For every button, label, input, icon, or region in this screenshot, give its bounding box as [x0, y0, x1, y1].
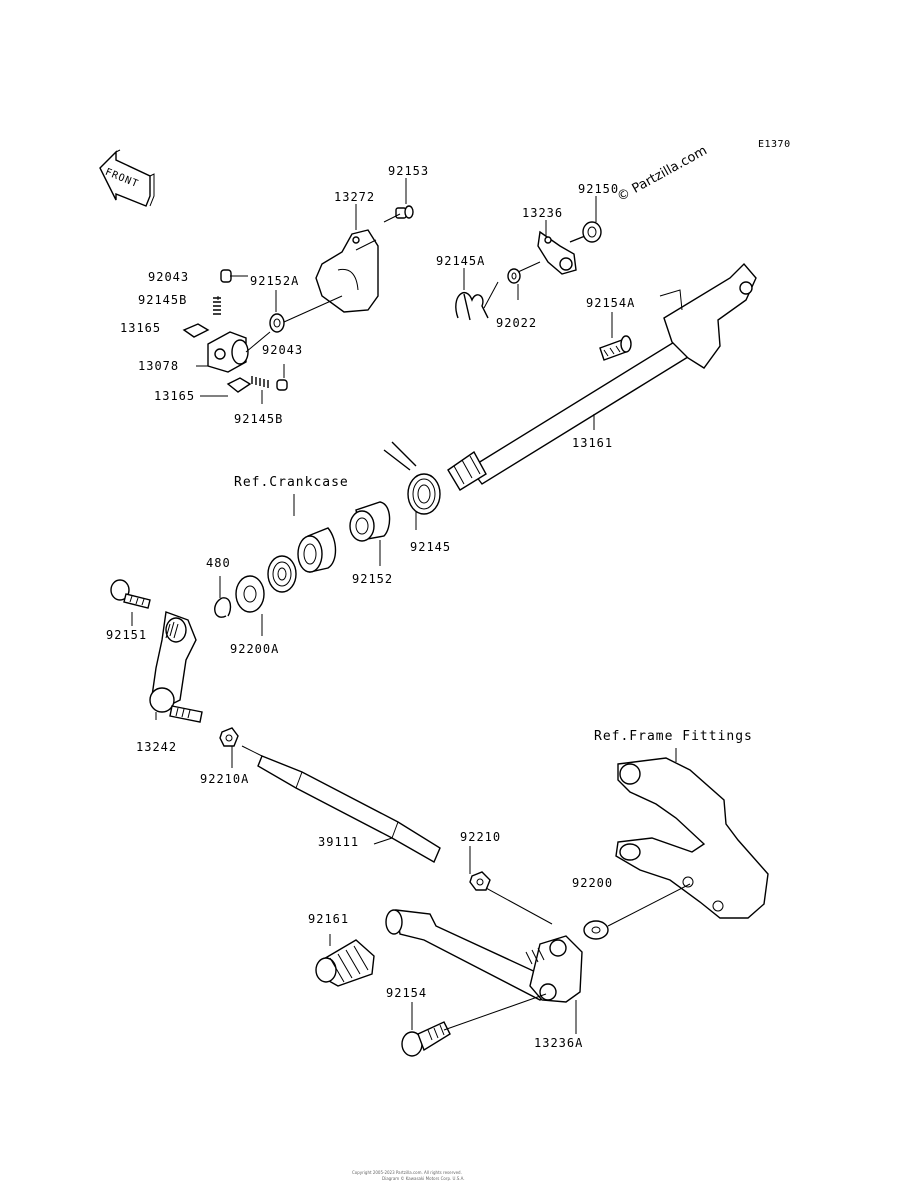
nut-92210[interactable] — [469, 871, 491, 891]
block-13165-top[interactable] — [182, 323, 210, 338]
part-label-92200[interactable]: 92200 — [572, 876, 614, 890]
washer-92022[interactable] — [507, 268, 521, 284]
circlip-480[interactable] — [214, 597, 232, 618]
spring-92145[interactable] — [383, 441, 441, 515]
part-label-92043-top[interactable]: 92043 — [148, 270, 190, 284]
shaft-13161[interactable] — [447, 262, 757, 491]
part-label-13236a[interactable]: 13236A — [534, 1036, 584, 1050]
ref-crankcase-label: Ref.Crankcase — [234, 475, 349, 490]
part-label-13165-top[interactable]: 13165 — [120, 321, 162, 335]
part-label-92161[interactable]: 92161 — [308, 912, 350, 926]
part-label-92154a[interactable]: 92154A — [586, 296, 636, 310]
washer-92200a[interactable] — [235, 575, 265, 613]
leader-lines — [131, 178, 691, 1034]
pedal-rubber-92161[interactable] — [315, 939, 375, 987]
part-label-13165-lower[interactable]: 13165 — [154, 389, 196, 403]
pin-92043-lower[interactable] — [276, 379, 288, 391]
part-label-92022[interactable]: 92022 — [496, 316, 538, 330]
part-label-92154[interactable]: 92154 — [386, 986, 428, 1000]
block-13165-lower[interactable] — [226, 377, 252, 393]
part-label-92145b-top[interactable]: 92145B — [138, 293, 188, 307]
part-label-92151[interactable]: 92151 — [106, 628, 148, 642]
part-label-13078[interactable]: 13078 — [138, 359, 180, 373]
holder-13078[interactable] — [207, 331, 249, 373]
bolt-92154a[interactable] — [599, 335, 632, 361]
footer-copyright-line2: Diagram © Kawasaki Motors Corp. U.S.A. — [382, 1176, 465, 1181]
ball-joint-stud[interactable] — [169, 705, 203, 723]
oil-seal[interactable] — [267, 555, 297, 593]
footer-copyright-line1: Copyright 2005-2023 Partzilla.com. All r… — [352, 1170, 462, 1175]
part-label-92152a[interactable]: 92152A — [250, 274, 300, 288]
collar-92152[interactable] — [349, 501, 391, 542]
spring-92145b-lower[interactable] — [251, 376, 269, 388]
part-label-13242[interactable]: 13242 — [136, 740, 178, 754]
spring-92145b-top[interactable] — [213, 297, 221, 315]
frame-fittings-bracket — [615, 757, 769, 919]
bolt-92151[interactable] — [110, 579, 151, 609]
diagram-code: E1370 — [758, 139, 791, 150]
ref-frame-fittings-label: Ref.Frame Fittings — [594, 729, 753, 744]
part-label-92152[interactable]: 92152 — [352, 572, 394, 586]
washer-92152a[interactable] — [269, 313, 285, 333]
lever-13236[interactable] — [537, 230, 577, 275]
spring-92145a[interactable] — [455, 292, 489, 321]
needle-bearing[interactable] — [297, 527, 337, 573]
part-label-92200a[interactable]: 92200A — [230, 642, 280, 656]
nut-92210a[interactable] — [219, 727, 239, 747]
bolt-92150[interactable] — [569, 221, 602, 243]
part-label-13236[interactable]: 13236 — [522, 206, 564, 220]
part-label-92210[interactable]: 92210 — [460, 830, 502, 844]
tie-rod-39111[interactable] — [257, 755, 441, 863]
part-label-13161[interactable]: 13161 — [572, 436, 614, 450]
shift-pedal[interactable] — [385, 909, 583, 1003]
part-label-92153[interactable]: 92153 — [388, 164, 430, 178]
plate-13272[interactable] — [315, 229, 379, 313]
part-label-92145[interactable]: 92145 — [410, 540, 452, 554]
pin-92043-top[interactable] — [220, 269, 232, 283]
part-label-92043-lower[interactable]: 92043 — [262, 343, 304, 357]
washer-92200[interactable] — [583, 920, 609, 940]
part-label-480[interactable]: 480 — [206, 556, 231, 570]
front-direction-arrow — [99, 149, 155, 207]
bolt-92153[interactable] — [395, 205, 414, 219]
part-label-92145a[interactable]: 92145A — [436, 254, 486, 268]
part-label-92210a[interactable]: 92210A — [200, 772, 250, 786]
part-label-92150[interactable]: 92150 — [578, 182, 620, 196]
lever-13242[interactable] — [149, 611, 197, 713]
part-label-13272[interactable]: 13272 — [334, 190, 376, 204]
bolt-92154[interactable] — [401, 1021, 451, 1057]
part-label-39111[interactable]: 39111 — [318, 835, 360, 849]
part-label-92145b-lower[interactable]: 92145B — [234, 412, 284, 426]
